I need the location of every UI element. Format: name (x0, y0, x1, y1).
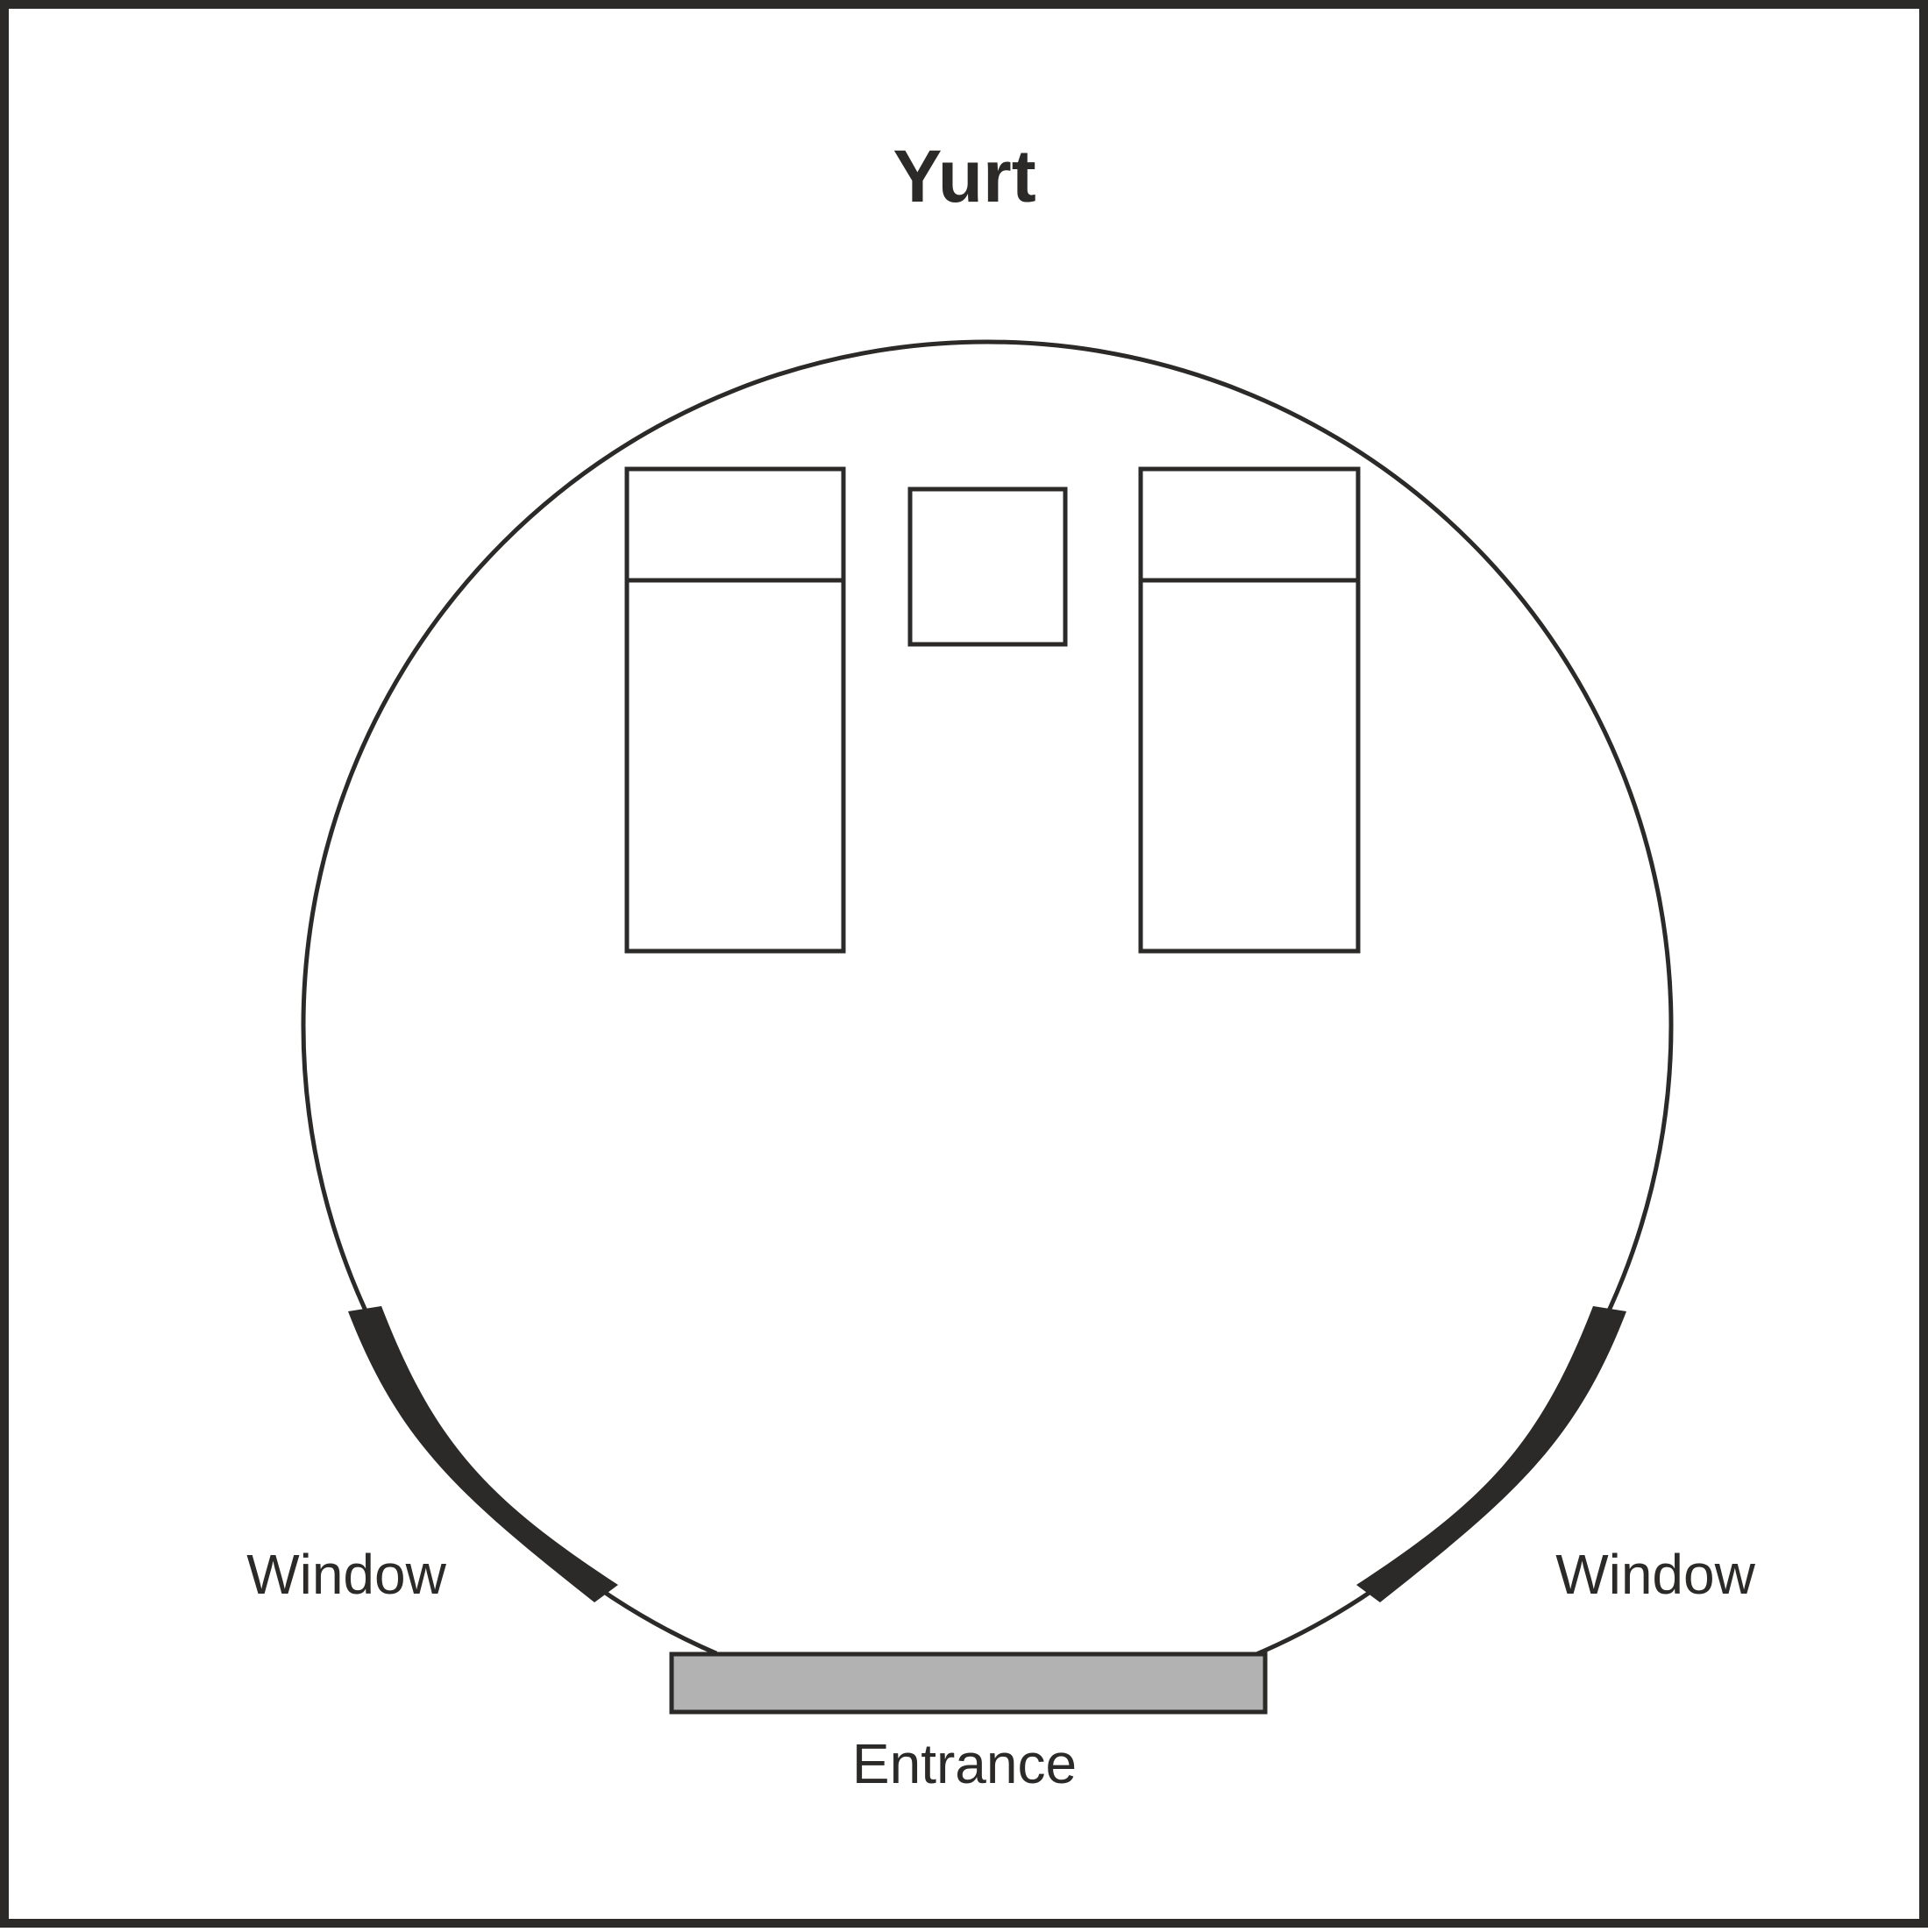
window-right-label: Window (1555, 1543, 1755, 1606)
window-left-marker (348, 1306, 618, 1602)
center-table (907, 487, 1068, 647)
bed-left-frame (624, 466, 846, 954)
window-right-marker (1356, 1306, 1626, 1602)
entrance-label: Entrance (852, 1732, 1077, 1795)
bed-right (1138, 466, 1361, 954)
bed-right-frame (1138, 466, 1361, 954)
window-left-label: Window (246, 1543, 446, 1606)
diagram-title: Yurt (893, 135, 1035, 217)
bed-left (624, 466, 846, 954)
entrance-mat (669, 1651, 1268, 1715)
